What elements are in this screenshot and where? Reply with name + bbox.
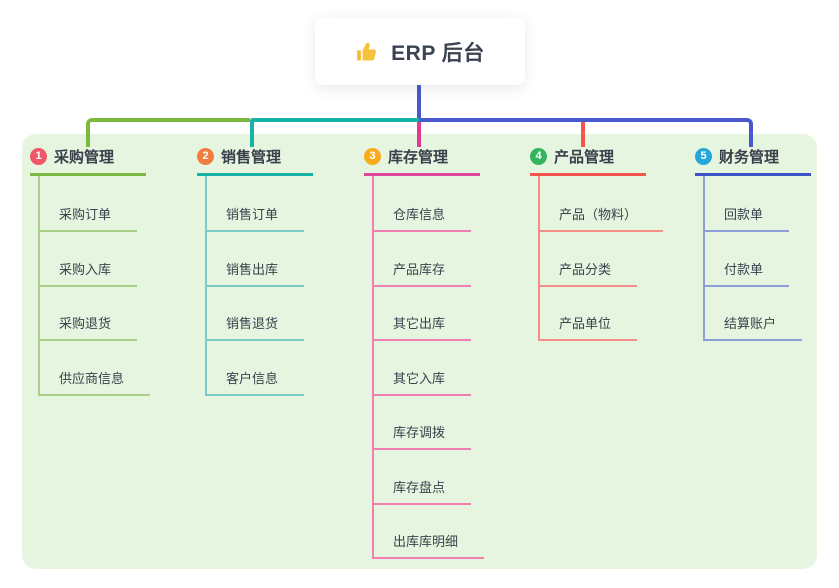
- branches-panel: [22, 134, 817, 569]
- branch-label: 库存管理: [388, 149, 449, 166]
- branch-header-1[interactable]: 1 采购管理: [30, 146, 146, 176]
- branch-number-badge: 2: [197, 148, 214, 165]
- mindmap-node-item[interactable]: 采购退货: [40, 287, 138, 341]
- mindmap-node-item[interactable]: 其它出库: [374, 287, 472, 341]
- mindmap-node-item[interactable]: 客户信息: [207, 341, 305, 396]
- branch-2: 2 销售管理销售订单销售出库销售退货客户信息: [197, 146, 362, 396]
- branch-label: 财务管理: [719, 149, 780, 166]
- mindmap-node-item[interactable]: 其它入库: [374, 341, 472, 396]
- mindmap-node-item[interactable]: 付款单: [705, 232, 790, 287]
- root-connector-line: [417, 85, 421, 119]
- branch-items: 回款单付款单结算账户: [703, 176, 803, 341]
- mindmap-node-item[interactable]: 出库库明细: [374, 505, 485, 559]
- branch-3: 3 库存管理仓库信息产品库存其它出库其它入库库存调拨库存盘点出库库明细: [364, 146, 529, 559]
- root-title: ERP 后台: [391, 41, 485, 65]
- branch-header-4[interactable]: 4 产品管理: [530, 146, 646, 176]
- mindmap-node-item[interactable]: 供应商信息: [40, 341, 151, 396]
- mindmap-node-item[interactable]: 采购入库: [40, 232, 138, 287]
- mindmap-node-item[interactable]: 结算账户: [705, 287, 803, 341]
- branch-number-badge: 1: [30, 148, 47, 165]
- branch-label: 产品管理: [554, 149, 615, 166]
- mindmap-node-item[interactable]: 销售订单: [207, 176, 305, 232]
- branch-5: 5 财务管理回款单付款单结算账户: [695, 146, 839, 341]
- mindmap-node-item[interactable]: 销售退货: [207, 287, 305, 341]
- branch-items: 采购订单采购入库采购退货供应商信息: [38, 176, 151, 396]
- branch-header-2[interactable]: 2 销售管理: [197, 146, 313, 176]
- connector-branch3-line: [417, 122, 421, 147]
- mindmap-node-item[interactable]: 产品库存: [374, 232, 472, 287]
- branch-number-badge: 3: [364, 148, 381, 165]
- branch-4: 4 产品管理产品（物料）产品分类产品单位: [530, 146, 695, 341]
- branch-label: 销售管理: [221, 149, 282, 166]
- connector-branch5-line: [419, 118, 753, 147]
- branch-items: 销售订单销售出库销售退货客户信息: [205, 176, 305, 396]
- mindmap-node-item[interactable]: 库存盘点: [374, 450, 472, 505]
- branch-label: 采购管理: [54, 149, 115, 166]
- branch-header-5[interactable]: 5 财务管理: [695, 146, 811, 176]
- branch-number-badge: 5: [695, 148, 712, 165]
- mindmap-node-item[interactable]: 采购订单: [40, 176, 138, 232]
- branch-1: 1 采购管理采购订单采购入库采购退货供应商信息: [30, 146, 195, 396]
- mindmap-node-item[interactable]: 库存调拨: [374, 396, 472, 450]
- thumbs-up-icon: [355, 39, 381, 65]
- mindmap-node-item[interactable]: 回款单: [705, 176, 790, 232]
- connector-branch1-line: [86, 118, 250, 147]
- mindmap-node-item[interactable]: 产品单位: [540, 287, 638, 341]
- mindmap-node-item[interactable]: 销售出库: [207, 232, 305, 287]
- connector-branch2-line: [250, 118, 419, 147]
- branch-items: 仓库信息产品库存其它出库其它入库库存调拨库存盘点出库库明细: [372, 176, 485, 559]
- branch-number-badge: 4: [530, 148, 547, 165]
- mindmap-node-item[interactable]: 产品分类: [540, 232, 638, 287]
- branch-header-3[interactable]: 3 库存管理: [364, 146, 480, 176]
- mindmap-node-item[interactable]: 仓库信息: [374, 176, 472, 232]
- mindmap-node-item[interactable]: 产品（物料）: [540, 176, 664, 232]
- connector-branch4-line: [581, 122, 585, 147]
- branch-items: 产品（物料）产品分类产品单位: [538, 176, 664, 341]
- root-node[interactable]: ERP 后台: [315, 18, 525, 85]
